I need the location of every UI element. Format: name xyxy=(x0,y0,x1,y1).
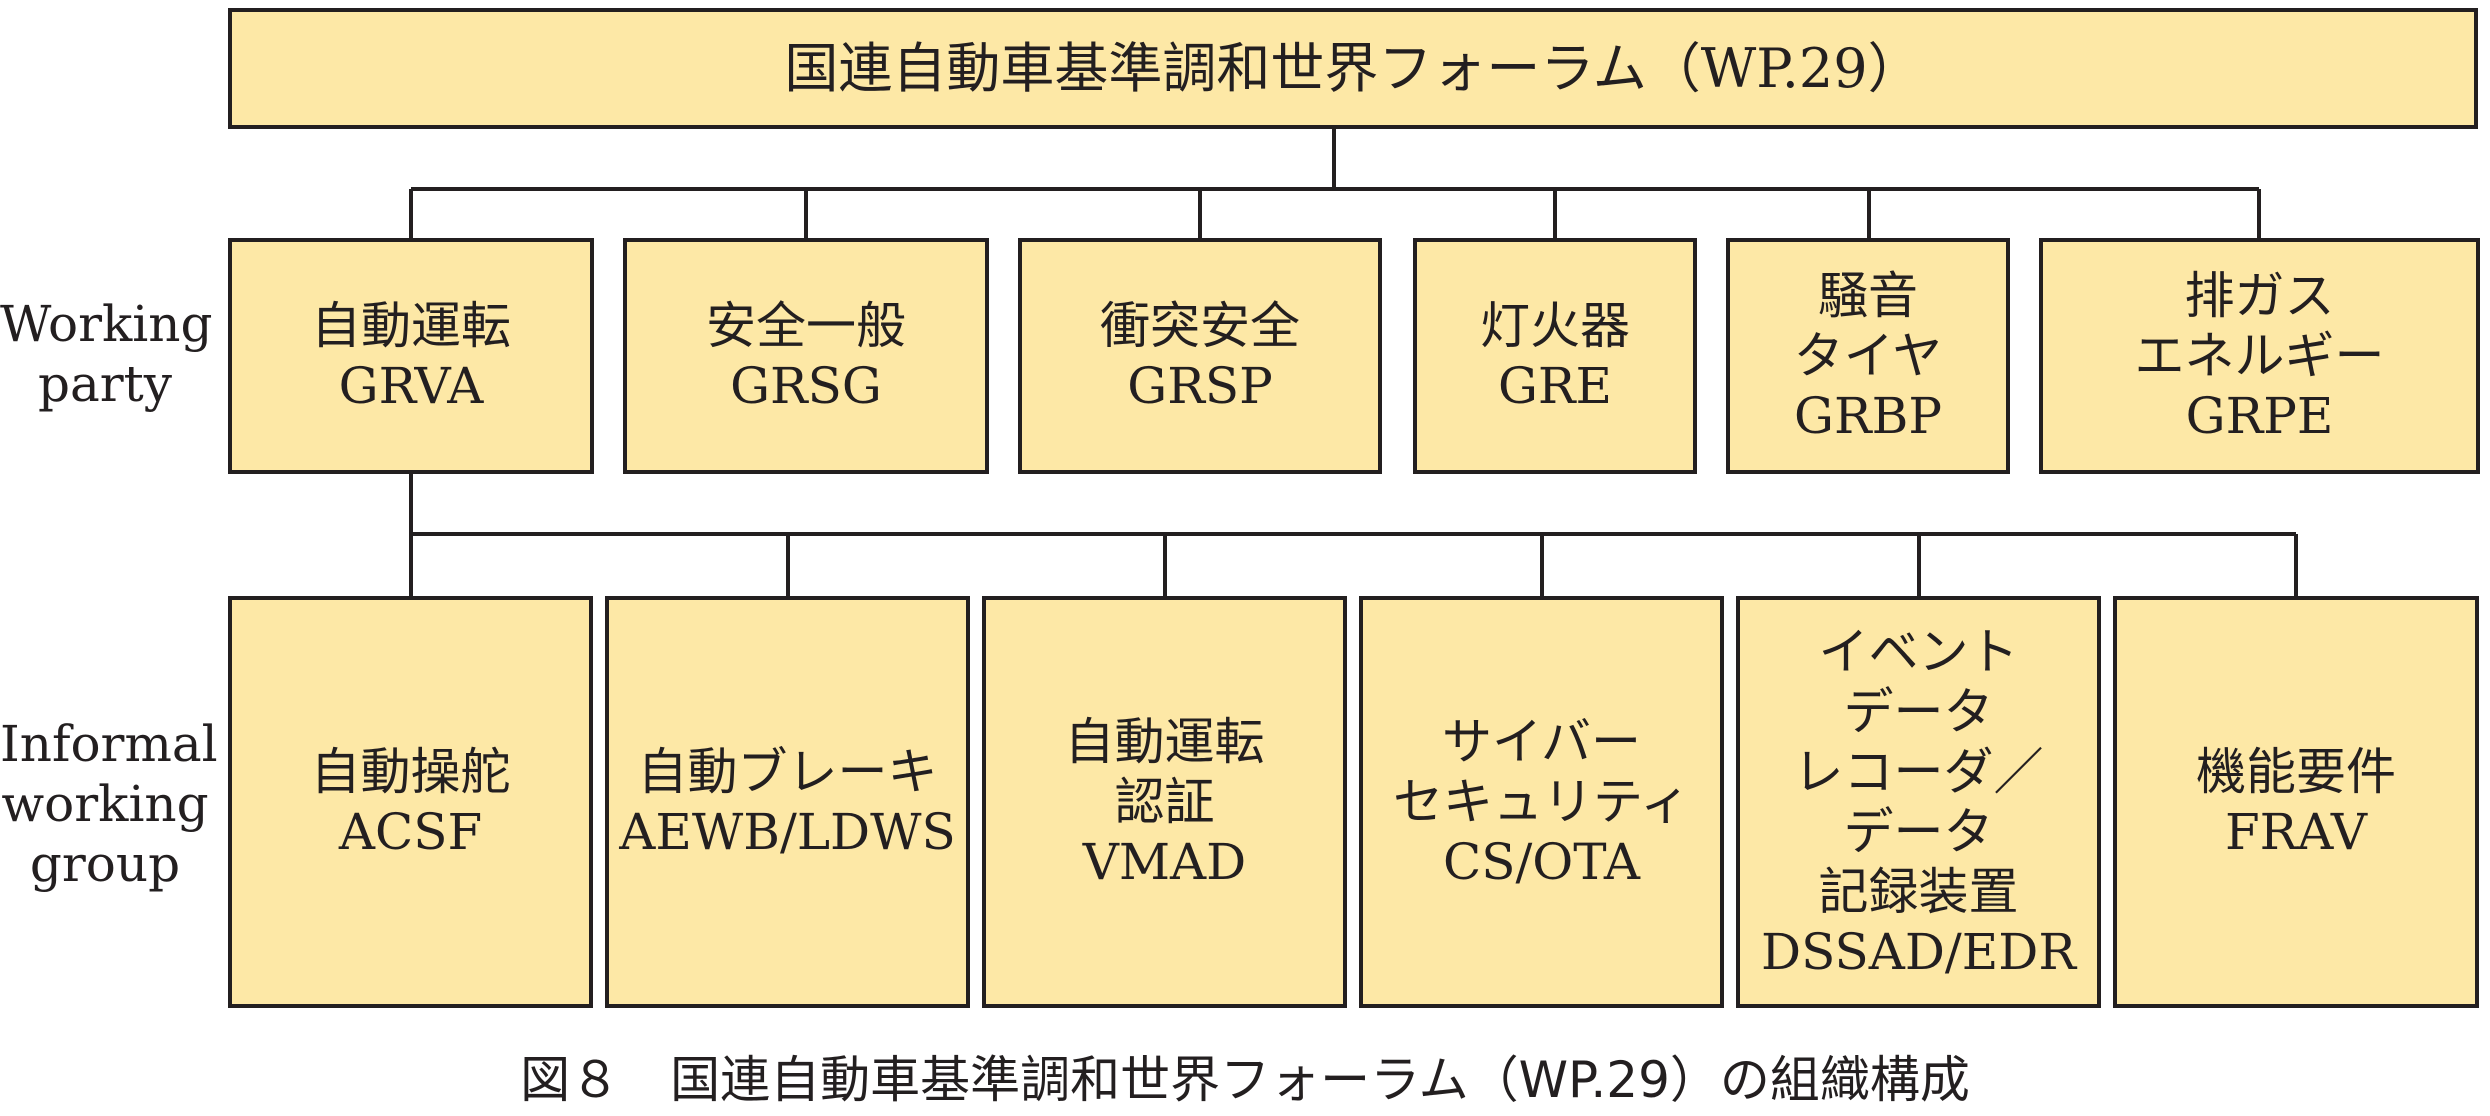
box-line: ACSF xyxy=(338,803,483,861)
wp29-title: 国連自動車基準調和世界フォーラム（WP.29） xyxy=(784,36,1922,100)
box-line: 排ガス xyxy=(2184,267,2335,325)
figure-caption: 図８ 国連自動車基準調和世界フォーラム（WP.29）の組織構成 xyxy=(520,1051,1970,1109)
informal-group-label-line: group xyxy=(29,835,181,893)
box-line: サイバー xyxy=(1442,713,1641,771)
box-line: FRAV xyxy=(2224,803,2368,861)
working-party-box-grsg: 安全一般 GRSG xyxy=(623,238,989,474)
box-line: データ xyxy=(1843,803,1994,861)
box-line: GRPE xyxy=(2185,387,2334,445)
informal-group-box-dssad: イベント データ レコーダ／ データ 記録装置 DSSAD/EDR xyxy=(1736,596,2101,1008)
box-line: 機能要件 xyxy=(2196,743,2396,801)
box-line: GRE xyxy=(1497,357,1613,415)
working-party-box-gre: 灯火器 GRE xyxy=(1413,238,1697,474)
informal-group-box-aewb: 自動ブレーキ AEWB/LDWS xyxy=(605,596,970,1008)
box-line: 灯火器 xyxy=(1480,297,1630,355)
box-line: 自動操舵 xyxy=(310,743,511,801)
box-line: GRBP xyxy=(1794,387,1942,445)
informal-group-box-cs-ota: サイバー セキュリティ CS/OTA xyxy=(1359,596,1724,1008)
working-party-label-line: party xyxy=(37,355,173,413)
working-party-label: Working party xyxy=(0,294,213,414)
box-line: GRSG xyxy=(730,357,882,415)
box-line: タイヤ xyxy=(1793,327,1943,385)
box-line: AEWB/LDWS xyxy=(619,803,956,861)
box-line: CS/OTA xyxy=(1442,833,1641,891)
working-party-label-line: Working xyxy=(0,295,213,353)
box-line: GRSP xyxy=(1127,357,1273,415)
working-party-box-grsp: 衝突安全 GRSP xyxy=(1018,238,1382,474)
working-party-box-grpe: 排ガス エネルギー GRPE xyxy=(2039,238,2480,474)
box-line: 認証 xyxy=(1114,773,1215,831)
box-line: 安全一般 xyxy=(706,297,906,355)
informal-group-box-acsf: 自動操舵 ACSF xyxy=(228,596,593,1008)
informal-group-label-line: Informal xyxy=(0,715,218,773)
box-line: 記録装置 xyxy=(1818,863,2019,921)
informal-group-label: Informal working group xyxy=(0,714,218,894)
box-line: VMAD xyxy=(1082,833,1247,891)
box-line: 騒音 xyxy=(1818,267,1918,325)
box-line: 自動運転 xyxy=(1064,713,1265,771)
box-line: 自動運転 xyxy=(311,297,511,355)
box-line: セキュリティ xyxy=(1393,773,1690,831)
box-line: 自動ブレーキ xyxy=(637,743,938,801)
informal-group-box-frav: 機能要件 FRAV xyxy=(2113,596,2479,1008)
informal-group-label-line: working xyxy=(1,775,209,833)
box-line: レコーダ／ xyxy=(1793,743,2044,801)
working-party-box-grbp: 騒音 タイヤ GRBP xyxy=(1726,238,2010,474)
box-line: GRVA xyxy=(338,357,484,415)
box-line: データ xyxy=(1843,683,1994,741)
box-line: DSSAD/EDR xyxy=(1761,923,2076,981)
working-party-box-grva: 自動運転 GRVA xyxy=(228,238,594,474)
box-line: 衝突安全 xyxy=(1100,297,1300,355)
informal-group-box-vmad: 自動運転 認証 VMAD xyxy=(982,596,1347,1008)
wp29-box: 国連自動車基準調和世界フォーラム（WP.29） xyxy=(228,8,2478,129)
box-line: イベント xyxy=(1818,623,2019,681)
box-line: エネルギー xyxy=(2134,327,2385,385)
